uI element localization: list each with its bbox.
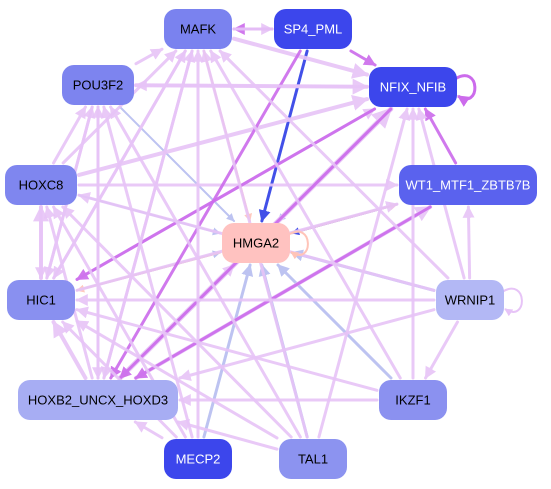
self-loop-wrnip1: [501, 287, 523, 317]
node-nfix-nfib[interactable]: NFIX_NFIB: [369, 67, 457, 107]
node-label: NFIX_NFIB: [380, 80, 446, 95]
node-label: SP4_PML: [284, 22, 343, 37]
edge-sp4-pml-to-hoxb2-uncx-hoxd3: [109, 49, 302, 380]
edge-hoxb2-uncx-hoxd3-to-hic1: [51, 320, 88, 380]
node-box: [164, 439, 232, 479]
node-mecp2[interactable]: MECP2: [164, 439, 232, 479]
edge-mafk-to-hoxb2-uncx-hoxd3: [100, 49, 194, 380]
node-label: MECP2: [176, 452, 221, 467]
node-label: WT1_MTF1_ZBTB7B: [406, 178, 531, 193]
node-hic1[interactable]: HIC1: [7, 280, 75, 320]
node-label: TAL1: [298, 452, 328, 467]
node-hoxb2-uncx-hoxd3[interactable]: HOXB2_UNCX_HOXD3: [18, 380, 178, 420]
node-box: [379, 380, 447, 420]
node-box: [274, 9, 352, 49]
node-label: HOXC8: [19, 178, 64, 193]
node-wrnip1[interactable]: WRNIP1: [436, 280, 504, 320]
self-loops-layer: [287, 74, 523, 317]
edge-ikzf1-to-hmga2: [276, 263, 393, 380]
edge-nfix-nfib-to-hic1: [75, 107, 377, 281]
edge-wt1-mtf1-zbtb7b-to-nfix-nfib: [423, 107, 458, 165]
node-mafk[interactable]: MAFK: [164, 9, 232, 49]
node-ikzf1[interactable]: IKZF1: [379, 380, 447, 420]
edge-wrnip1-to-ikzf1: [424, 320, 459, 380]
node-box: [436, 280, 504, 320]
edge-mafk-to-nfix-nfib: [232, 36, 369, 79]
node-label: MAFK: [180, 22, 216, 37]
node-box: [222, 223, 290, 263]
node-box: [62, 65, 134, 105]
edge-mecp2-to-hoxb2-uncx-hoxd3: [133, 420, 164, 440]
node-label: WRNIP1: [445, 293, 496, 308]
edge-ikzf1-to-hic1: [75, 306, 379, 392]
edge-sp4-pml-to-nfix-nfib: [349, 49, 377, 67]
nodes-layer: MAFK SP4_PML POU3F2 NFIX_NFIB HOXC8 WT1_MTF1_…: [5, 9, 537, 479]
node-pou3f2[interactable]: POU3F2: [62, 65, 134, 105]
edge-nfix-nfib-to-pou3f2: [134, 79, 369, 92]
node-label: HOXB2_UNCX_HOXD3: [28, 393, 168, 408]
node-label: HIC1: [26, 293, 56, 308]
node-box: [369, 67, 457, 107]
node-box: [7, 280, 75, 320]
node-box: [164, 9, 232, 49]
node-box: [5, 165, 77, 205]
edge-mafk-to-hic1: [52, 49, 187, 280]
node-box: [18, 380, 178, 420]
edges-layer: [33, 23, 475, 451]
edge-hoxc8-to-nfix-nfib: [77, 95, 369, 177]
node-label: HMGA2: [233, 236, 279, 251]
node-box: [279, 439, 347, 479]
node-label: IKZF1: [395, 393, 430, 408]
edge-tal1-to-nfix-nfib: [317, 107, 411, 439]
edge-wt1-mtf1-zbtb7b-to-hoxb2-uncx-hoxd3: [134, 205, 432, 380]
edge-tal1-to-hoxb2-uncx-hoxd3: [176, 419, 279, 451]
edge-wrnip1-to-wt1-mtf1-zbtb7b: [462, 205, 475, 280]
edge-sp4-pml-to-hmga2: [258, 49, 309, 223]
self-loop-hmga2: [287, 230, 309, 260]
edge-tal1-to-pou3f2: [109, 105, 302, 439]
edge-tal1-to-hoxc8: [61, 205, 293, 439]
edge-pou3f2-to-mafk: [134, 47, 164, 66]
node-box: [399, 165, 537, 205]
self-loop-nfix-nfib: [454, 74, 477, 107]
edge-pou3f2-to-hmga2: [119, 106, 235, 222]
edge-hoxc8-to-pou3f2: [52, 105, 87, 165]
node-hmga2[interactable]: HMGA2: [222, 223, 290, 263]
edge-mecp2-to-pou3f2: [100, 105, 194, 439]
node-label: POU3F2: [73, 78, 124, 93]
edge-ikzf1-to-mafk: [209, 49, 402, 380]
node-wt1-mtf1-zbtb7b[interactable]: WT1_MTF1_ZBTB7B: [399, 165, 537, 205]
edge-wrnip1-to-mafk: [218, 49, 450, 280]
node-sp4-pml[interactable]: SP4_PML: [274, 9, 352, 49]
node-tal1[interactable]: TAL1: [279, 439, 347, 479]
node-hoxc8[interactable]: HOXC8: [5, 165, 77, 205]
